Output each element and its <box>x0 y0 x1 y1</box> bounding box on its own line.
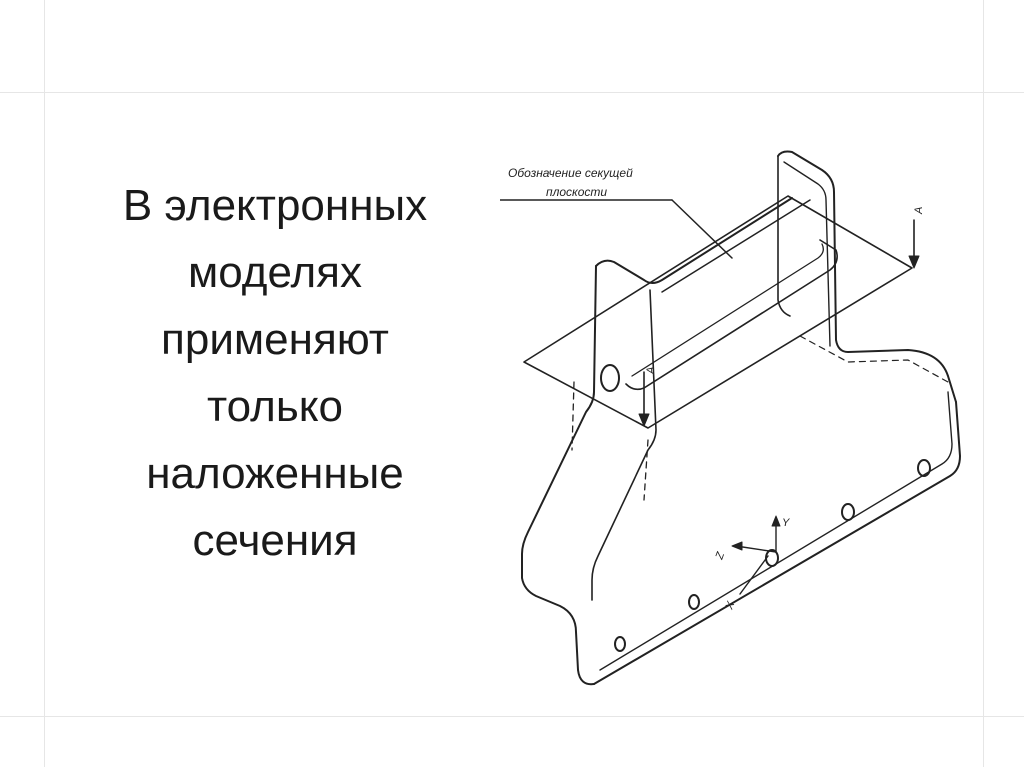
axis-y-label: Y <box>782 517 790 529</box>
hole-3 <box>688 594 700 610</box>
left-dashed-edge <box>571 381 575 451</box>
callout-label-line2: плоскости <box>546 185 607 199</box>
text-line-1: В электронных <box>122 181 428 230</box>
hole-5 <box>841 503 855 521</box>
center-dashed-edge <box>643 439 649 501</box>
frame-top-line <box>0 92 1024 93</box>
axis-x-line <box>739 555 769 595</box>
section-label-right: A <box>913 207 925 215</box>
frame-right-line <box>983 0 984 767</box>
axis-z-label: Z <box>713 549 727 562</box>
tall-tab-inner <box>783 161 831 347</box>
text-line-5: наложенные <box>146 449 404 498</box>
slide-text: В электронных моделях применяют только н… <box>70 172 480 574</box>
channel-floor <box>625 239 838 391</box>
frame-bottom-line <box>0 716 1024 717</box>
frame-left-line <box>44 0 45 767</box>
back-dashed-edge <box>799 335 949 383</box>
callout-leader <box>671 199 733 259</box>
text-line-6: сечения <box>192 516 358 565</box>
tall-tab-back <box>777 155 791 317</box>
section-label-left: A <box>645 367 657 375</box>
left-side-panel <box>521 265 597 686</box>
axis-y-arrowhead <box>771 515 781 527</box>
hole-6 <box>917 459 931 477</box>
technical-drawing: Обозначение секущей плоскости A A Y Z X <box>500 150 961 686</box>
section-arrowhead-left <box>638 413 650 427</box>
cutting-plane <box>523 195 913 429</box>
axis-z-arrowhead <box>731 541 743 551</box>
tall-tab <box>777 150 957 403</box>
right-flange-inner <box>599 391 953 671</box>
section-arrowhead-right <box>908 255 920 269</box>
hole-2 <box>614 636 626 652</box>
channel-lower-edge <box>661 199 811 293</box>
channel-top-edge <box>595 197 793 284</box>
text-line-3: применяют <box>161 315 389 364</box>
right-flange <box>593 401 961 685</box>
callout-label-line1: Обозначение секущей <box>508 166 633 180</box>
text-line-2: моделях <box>188 248 362 297</box>
hole-1 <box>600 364 620 392</box>
text-line-4: только <box>207 382 343 431</box>
axis-z-line <box>735 545 777 553</box>
channel-floor-inner <box>631 243 824 377</box>
left-inner-fold <box>591 289 657 601</box>
